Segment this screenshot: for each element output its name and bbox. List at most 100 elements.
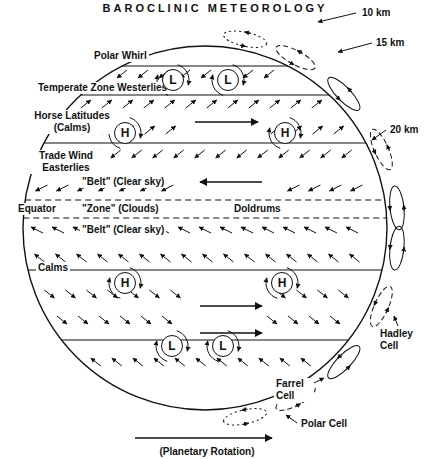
wind-arrow (258, 150, 268, 158)
wind-arrow (321, 150, 331, 158)
wind-arrow (325, 227, 337, 233)
wind-arrow (249, 100, 259, 108)
zone-label: Doldrums (232, 203, 283, 215)
pressure-letter: L (224, 74, 231, 86)
wind-arrow (313, 126, 323, 134)
wind-arrow (308, 185, 320, 191)
cell-label: 20 km (388, 124, 420, 136)
caption-note: (Planetary Rotation) (105, 446, 309, 458)
wind-arrow (91, 358, 101, 366)
wind-arrow (244, 254, 254, 262)
wind-arrow (181, 254, 191, 262)
zone-label: Temperate Zone Westerlies (36, 82, 169, 94)
wind-arrow (296, 290, 306, 298)
wind-arrow (329, 185, 341, 191)
pressure-letter: L (168, 340, 175, 352)
wind-arrow (270, 100, 280, 108)
wind-arrow (107, 290, 117, 298)
wind-arrow (342, 150, 352, 158)
latitude-line (25, 199, 385, 200)
wind-arrow (178, 227, 190, 233)
leader-line (338, 43, 372, 52)
wind-arrow (120, 316, 130, 324)
wind-arrow (195, 150, 205, 158)
pressure-circle: H (271, 272, 293, 294)
wind-arrow (55, 254, 65, 262)
wind-arrow (162, 316, 172, 324)
wind-arrow (217, 358, 227, 366)
zone-label: "Belt" (Clear sky) (80, 224, 166, 236)
wind-arrow (283, 227, 295, 233)
latitude-line (23, 217, 386, 218)
wind-arrow (279, 150, 289, 158)
latitude-line (28, 269, 382, 270)
zone-label: Trade Wind Easterlies (22, 150, 110, 174)
wind-arrow (220, 227, 232, 233)
wind-arrow (139, 254, 149, 262)
wind-arrow (237, 150, 247, 158)
wind-arrow (309, 316, 319, 324)
wind-arrow (196, 358, 206, 366)
latitude-line (122, 65, 288, 66)
wind-arrow (338, 290, 348, 298)
wind-arrow (35, 185, 47, 191)
wind-arrow (78, 316, 88, 324)
wind-arrow (123, 100, 133, 108)
wind-arrow (286, 254, 296, 262)
pressure-circle: H (114, 272, 136, 294)
cell-label: 15 km (374, 37, 406, 49)
wind-arrow (186, 100, 196, 108)
wind-arrow (317, 290, 327, 298)
cell-loop (273, 41, 318, 74)
wind-arrow (350, 185, 362, 191)
leader-line (318, 13, 356, 22)
cell-loop (388, 185, 407, 230)
wind-arrow (118, 254, 128, 262)
flow-arrow (195, 121, 258, 122)
wind-arrow (34, 254, 44, 262)
cell-label: Farrel Cell (274, 378, 314, 402)
wind-arrow (166, 126, 176, 134)
wind-arrow (132, 150, 142, 158)
circulation-cells (222, 28, 406, 428)
leader-lines (135, 13, 398, 438)
flow-arrow (200, 332, 262, 333)
pressure-circle: L (161, 335, 183, 357)
wind-arrow (97, 254, 107, 262)
wind-arrow (31, 227, 43, 233)
wind-arrow (223, 254, 233, 262)
pressure-circle: L (217, 69, 239, 91)
cell-loop (324, 73, 365, 114)
zone-label: Equator (16, 203, 58, 215)
pressure-letter: L (169, 74, 176, 86)
wind-arrow (81, 100, 91, 108)
latitude-lines (23, 66, 386, 340)
wind-arrow (99, 316, 109, 324)
cell-label: Polar Cell (299, 418, 349, 430)
wind-arrow (207, 100, 217, 108)
wind-arrow (267, 316, 277, 324)
leader-line (372, 130, 386, 140)
wind-arrow (160, 254, 170, 262)
wind-arrow (287, 185, 299, 191)
wind-arrow (141, 316, 151, 324)
wind-arrow (301, 358, 311, 366)
wind-arrow (312, 100, 322, 108)
cell-loop (388, 226, 407, 271)
wind-arrow (57, 316, 67, 324)
wind-arrow (76, 254, 86, 262)
wind-arrow (280, 358, 290, 366)
wind-arrow (328, 254, 338, 262)
zone-label: Calms (36, 262, 70, 274)
pressure-letter: H (278, 277, 287, 289)
wind-arrow (138, 70, 148, 78)
wind-arrow (307, 254, 317, 262)
wind-arrow (304, 227, 316, 233)
wind-arrow (300, 150, 310, 158)
wind-arrow (133, 358, 143, 366)
wind-arrow (149, 290, 159, 298)
pressure-letter: H (281, 127, 290, 139)
wind-arrow (65, 290, 75, 298)
zone-label: Horse Latitudes (Calms) (22, 110, 122, 134)
